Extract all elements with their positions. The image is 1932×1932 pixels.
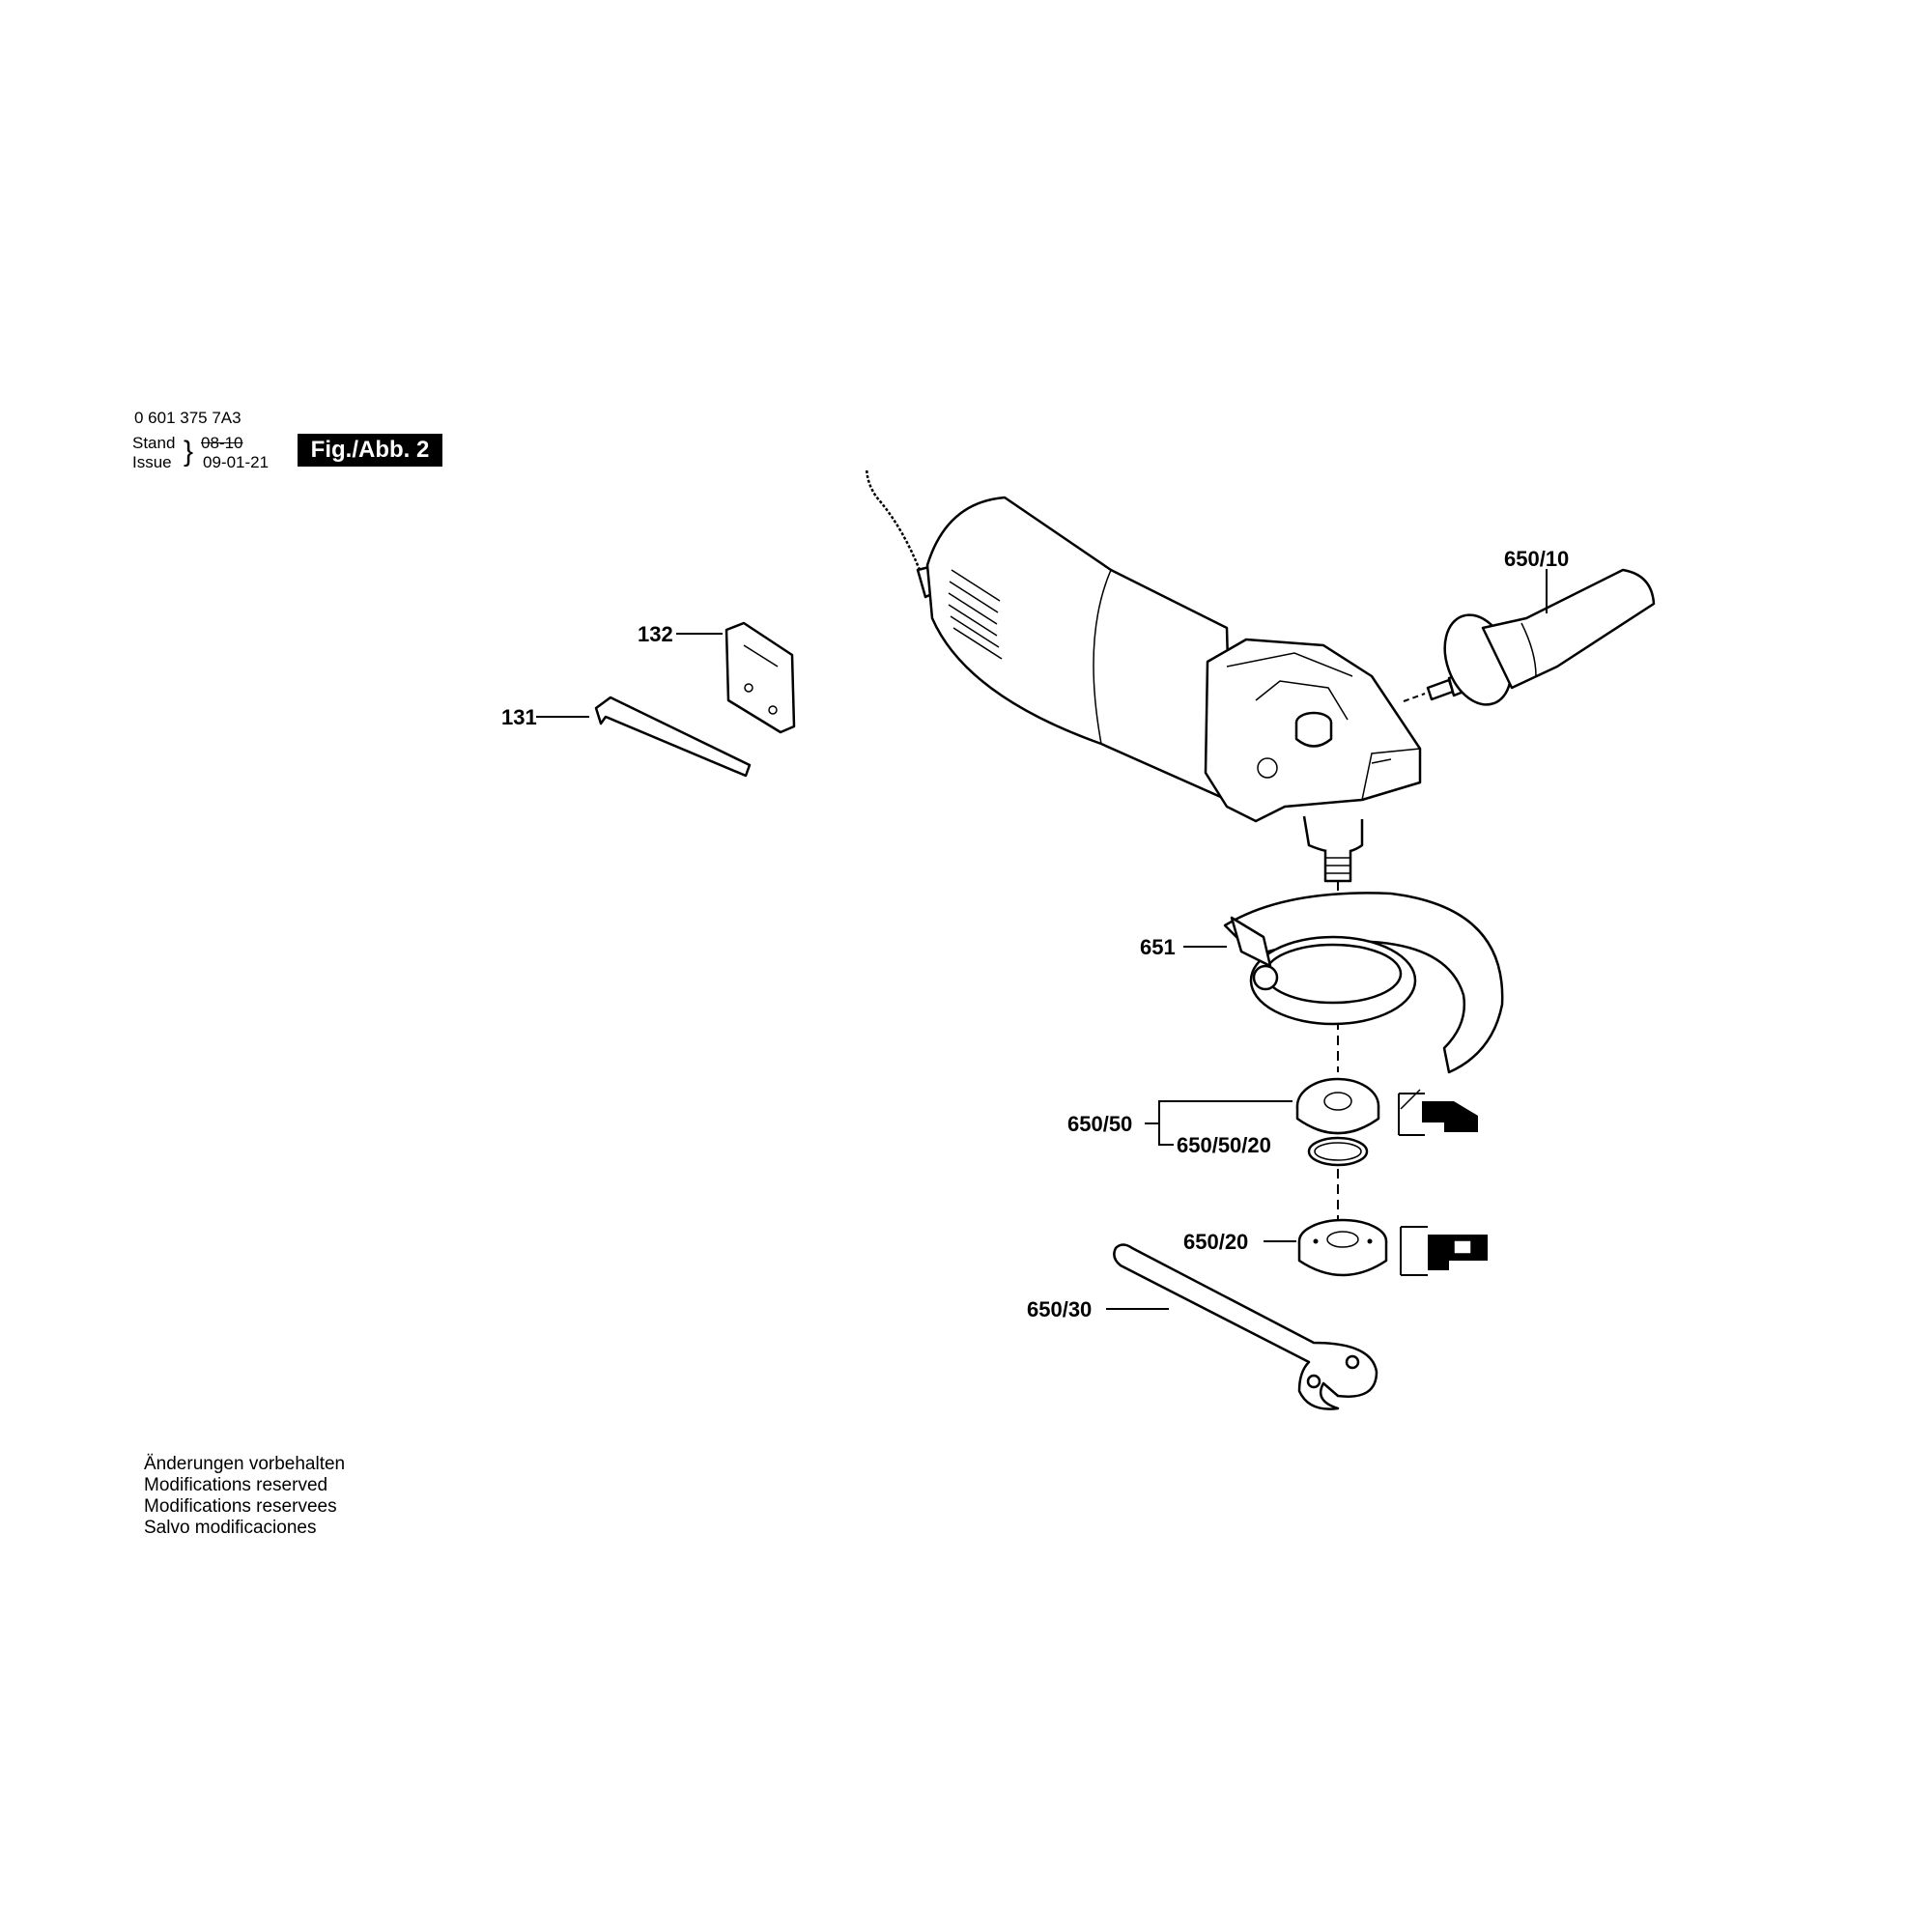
section-symbol-650-50 <box>1398 1089 1478 1136</box>
label-650-30: 650/30 <box>1027 1297 1092 1321</box>
label-650-50-20: 650/50/20 <box>1177 1133 1271 1157</box>
issue-label: Issue <box>132 453 172 471</box>
label-651: 651 <box>1140 935 1176 959</box>
brace-icon: } <box>184 436 194 468</box>
modifications-notes: Änderungen vorbehalten Modifications res… <box>144 1454 345 1539</box>
auxiliary-handle-drawing <box>1403 568 1656 706</box>
label-131: 131 <box>501 705 537 729</box>
label-132: 132 <box>638 622 673 646</box>
o-ring-drawing <box>1307 1136 1369 1167</box>
mounting-flange-drawing <box>1297 1218 1388 1277</box>
stand-label: Stand <box>132 434 176 452</box>
locking-plate-drawing <box>724 621 796 734</box>
part-number: 0 601 375 7A3 <box>134 409 242 427</box>
label-650-50: 650/50 <box>1067 1112 1132 1136</box>
issue-value: 09-01-21 <box>203 453 270 471</box>
label-650-20: 650/20 <box>1183 1230 1248 1254</box>
figure-label: Fig./Abb. 2 <box>298 434 442 467</box>
section-symbol-650-20 <box>1400 1226 1488 1276</box>
stand-value: 08-10 <box>201 434 243 452</box>
two-pin-spanner-drawing <box>1113 1243 1378 1410</box>
clamping-nut-drawing <box>1295 1077 1380 1135</box>
wheel-guard-drawing <box>1223 892 1504 1074</box>
angle-grinder-drawing <box>862 468 1422 883</box>
note-de: Änderungen vorbehalten <box>144 1454 346 1474</box>
note-fr: Modifications reservees <box>144 1496 337 1517</box>
note-en: Modifications reserved <box>144 1475 328 1495</box>
note-es: Salvo modificaciones <box>144 1518 317 1538</box>
hex-key-drawing <box>594 696 752 778</box>
label-650-10: 650/10 <box>1504 547 1569 571</box>
